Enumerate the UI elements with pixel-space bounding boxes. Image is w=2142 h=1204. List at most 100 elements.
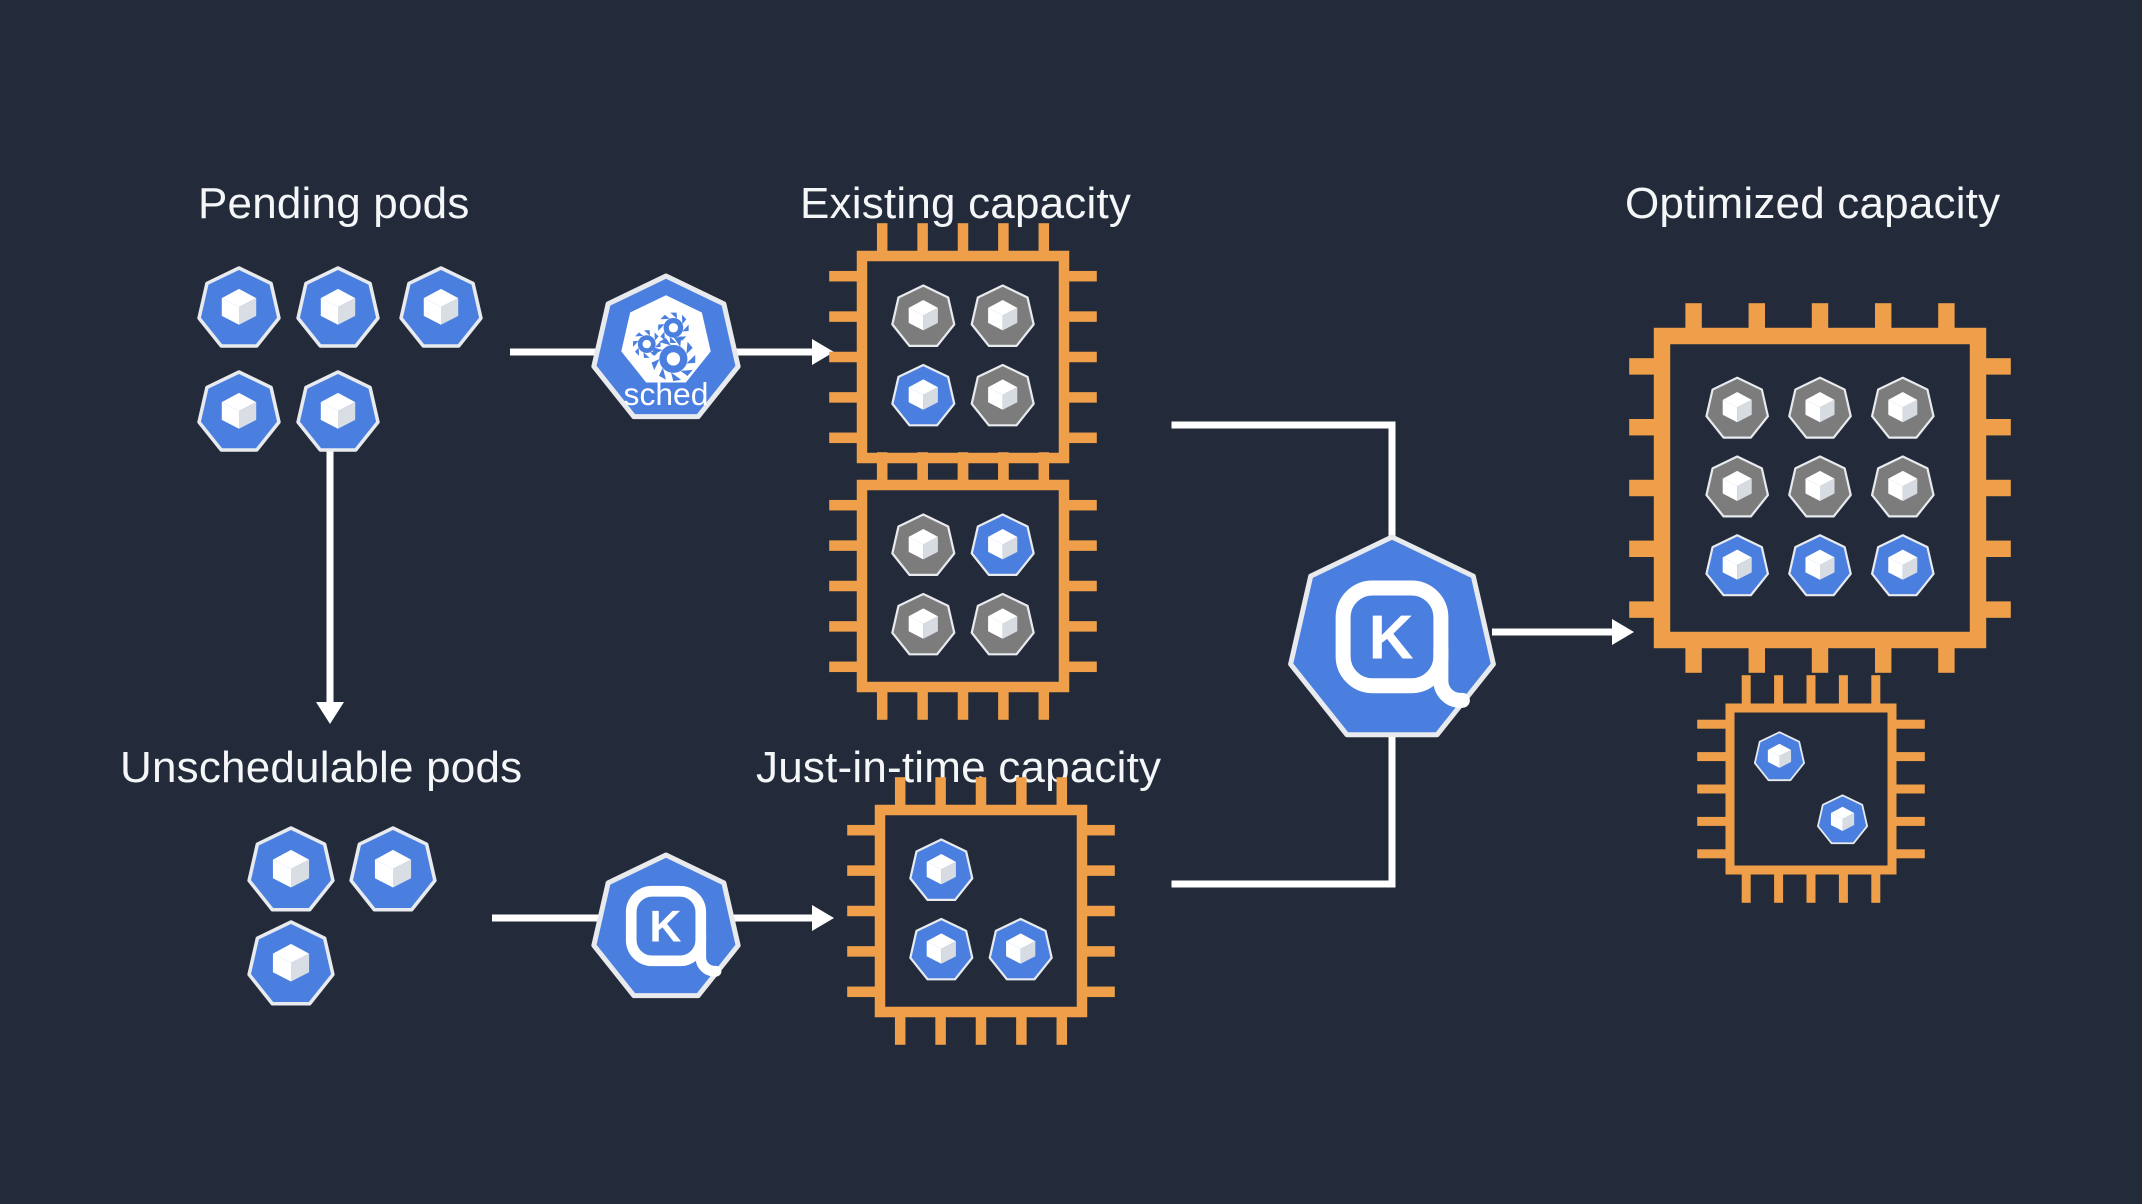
chip-body [1725, 703, 1897, 875]
chip-pod-gray [1788, 376, 1852, 439]
pod-unschedulable-pods-group [247, 920, 335, 1006]
karpenter-badge [1335, 580, 1449, 694]
chip-pin [829, 661, 866, 673]
chip-pin [894, 1008, 906, 1045]
chip-pin [1697, 784, 1734, 794]
karpenter-k-letter: K [649, 903, 681, 952]
chip-pin [1078, 946, 1115, 957]
chip-pin [1056, 777, 1068, 814]
chip-pin [1060, 661, 1097, 673]
chip-pin [1838, 675, 1848, 712]
chip-pin [935, 777, 946, 814]
chip-pod-gray [1705, 376, 1770, 439]
chip-pin [847, 986, 884, 998]
chip-pin [1060, 621, 1097, 632]
chip-pin [1888, 752, 1925, 762]
chip-pin [1078, 905, 1115, 917]
pod-pending-pods-group [296, 266, 380, 348]
chip-pin [917, 223, 928, 260]
chip-pin [1078, 986, 1115, 998]
label-unschedulable-pods: Unschedulable pods [120, 743, 523, 792]
karpenter-icon-karpenter-main[interactable]: K [1278, 527, 1506, 755]
chip-pin [1078, 865, 1115, 876]
chip-pin [847, 824, 884, 836]
chip-pin [1060, 580, 1097, 592]
chip-pin [1038, 452, 1050, 489]
chip-body [874, 804, 1088, 1018]
chip-pin [957, 223, 969, 260]
pod-pending-pods-group [197, 266, 281, 348]
connector-karpenter-to-optimized [1492, 619, 1634, 645]
chip-pod-blue [1705, 534, 1770, 597]
label-pending-pods: Pending pods [198, 179, 470, 228]
karpenter-badge [625, 885, 707, 967]
chip-pin [1774, 866, 1784, 903]
chip-pin [957, 683, 969, 720]
chip-pin [1056, 1008, 1068, 1045]
chip-pin [1060, 432, 1097, 444]
chip-optimized-capacity-chip-large [1629, 303, 2011, 673]
chip-pin [847, 865, 884, 876]
chip-existing-capacity-chip-2 [829, 452, 1097, 720]
chip-pin [935, 1008, 946, 1045]
pod-unschedulable-pods-group [247, 826, 335, 912]
chip-pod-blue [1788, 534, 1852, 597]
chip-pin [1806, 675, 1816, 712]
chip-pod-gray [970, 363, 1035, 427]
chip-pin [1078, 824, 1115, 836]
chip-pod-blue [909, 917, 974, 981]
chip-pin [829, 540, 866, 551]
karpenter-icon-karpenter-small[interactable]: K [582, 845, 750, 1013]
chip-pin [876, 223, 888, 260]
chip-pod-blue [988, 917, 1053, 981]
chip-pin [1060, 499, 1097, 511]
chip-pin [876, 683, 888, 720]
chip-pin [1888, 719, 1925, 729]
chip-pin [1697, 816, 1734, 826]
chip-pin [1741, 866, 1751, 903]
chip-pod-gray [970, 592, 1035, 656]
chip-pod-blue [1870, 534, 1935, 597]
connector-jit-to-karpenter [1171, 735, 1396, 888]
pod-pending-pods-group [399, 266, 483, 348]
chip-pin [1888, 784, 1925, 794]
chip-pod-gray [891, 284, 956, 348]
chip-pin [1060, 540, 1097, 551]
chip-pin [957, 452, 969, 489]
chip-pod-gray [891, 513, 956, 577]
pod-pending-pods-group [296, 370, 380, 452]
chip-pin [1038, 683, 1050, 720]
chip-pin [829, 580, 866, 592]
gears-icon [632, 312, 696, 382]
chip-pin [917, 683, 928, 720]
chip-pin [1888, 816, 1925, 826]
chip-pin [975, 777, 987, 814]
chip-body [856, 479, 1070, 693]
chip-pod-blue [891, 363, 956, 427]
chip-pin [1038, 223, 1050, 260]
chip-pin [975, 1008, 987, 1045]
chip-pin [1741, 675, 1751, 712]
karpenter-tail [1433, 641, 1470, 708]
chip-pin [829, 621, 866, 632]
chip-pin [847, 946, 884, 957]
karpenter-k-letter: K [1369, 604, 1414, 673]
chip-pin [829, 351, 866, 363]
chip-pin [876, 452, 888, 489]
chip-pin [1888, 849, 1925, 859]
chip-existing-capacity-chip-1 [829, 223, 1097, 491]
chip-pin [829, 270, 866, 282]
chip-pin [998, 223, 1009, 260]
chip-pin [998, 452, 1009, 489]
chip-pod-gray [1870, 376, 1935, 439]
chip-pin [1806, 866, 1816, 903]
scheduler-caption: sched [624, 376, 709, 412]
chip-pin [1774, 675, 1784, 712]
chip-pin [847, 905, 884, 917]
scheduler-icon[interactable]: sched [582, 266, 750, 442]
chip-pin [917, 452, 928, 489]
chip-pin [894, 777, 906, 814]
chip-pod-gray [1788, 455, 1852, 518]
chip-pin [829, 499, 866, 511]
chip-body [856, 250, 1070, 464]
